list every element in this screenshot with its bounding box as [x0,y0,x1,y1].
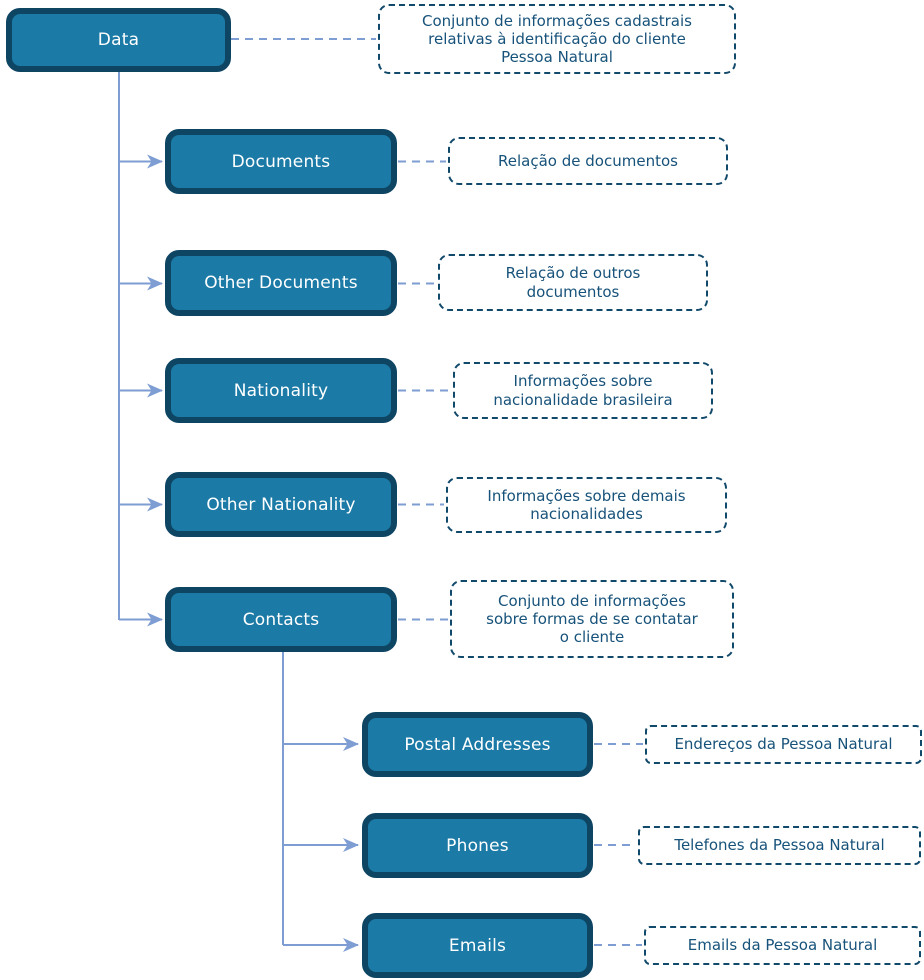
annotation-connectors [231,38,643,946]
node-other-nationality: Other Nationality [165,472,397,537]
annotation-documents: Relação de documentos [448,137,728,185]
node-documents: Documents [165,129,397,194]
node-emails: Emails [362,913,593,978]
node-nationality-label: Nationality [233,380,329,401]
node-other-nationality-label: Other Nationality [206,494,356,515]
annotation-other-documents-text: Relação de outros documentos [505,264,641,301]
annotation-data: Conjunto de informações cadastrais relat… [378,4,736,74]
node-emails-label: Emails [448,935,507,956]
annotation-nationality-text: Informações sobre nacionalidade brasilei… [493,372,673,409]
annotation-other-nationality: Informações sobre demais nacionalidades [446,477,727,533]
node-contacts-label: Contacts [242,609,320,630]
node-other-documents-label: Other Documents [204,273,358,293]
annotation-other-documents: Relação de outros documentos [438,254,708,311]
annotation-emails-text: Emails da Pessoa Natural [687,936,878,955]
annotation-phones: Telefones da Pessoa Natural [638,826,921,865]
node-postal-addresses-label: Postal Addresses [404,734,551,755]
node-phones-label: Phones [446,835,509,856]
annotation-documents-text: Relação de documentos [498,151,678,170]
annotation-phones-text: Telefones da Pessoa Natural [674,836,885,855]
node-data: Data [6,8,231,72]
node-postal-addresses: Postal Addresses [362,712,593,777]
node-data-label: Data [97,30,140,50]
annotation-postal-addresses: Endereços da Pessoa Natural [645,725,922,764]
node-other-documents: Other Documents [165,250,397,316]
annotation-other-nationality-text: Informações sobre demais nacionalidades [487,486,686,523]
node-contacts: Contacts [165,587,397,652]
annotation-nationality: Informações sobre nacionalidade brasilei… [453,362,713,419]
annotation-postal-addresses-text: Endereços da Pessoa Natural [674,735,893,754]
node-documents-label: Documents [231,151,331,172]
annotation-emails: Emails da Pessoa Natural [644,926,921,965]
annotation-contacts: Conjunto de informações sobre formas de … [450,580,734,658]
node-phones: Phones [362,813,593,878]
tree-connectors [118,72,359,952]
node-nationality: Nationality [165,358,397,423]
annotation-data-text: Conjunto de informações cadastrais relat… [422,11,692,67]
annotation-contacts-text: Conjunto de informações sobre formas de … [486,591,698,647]
